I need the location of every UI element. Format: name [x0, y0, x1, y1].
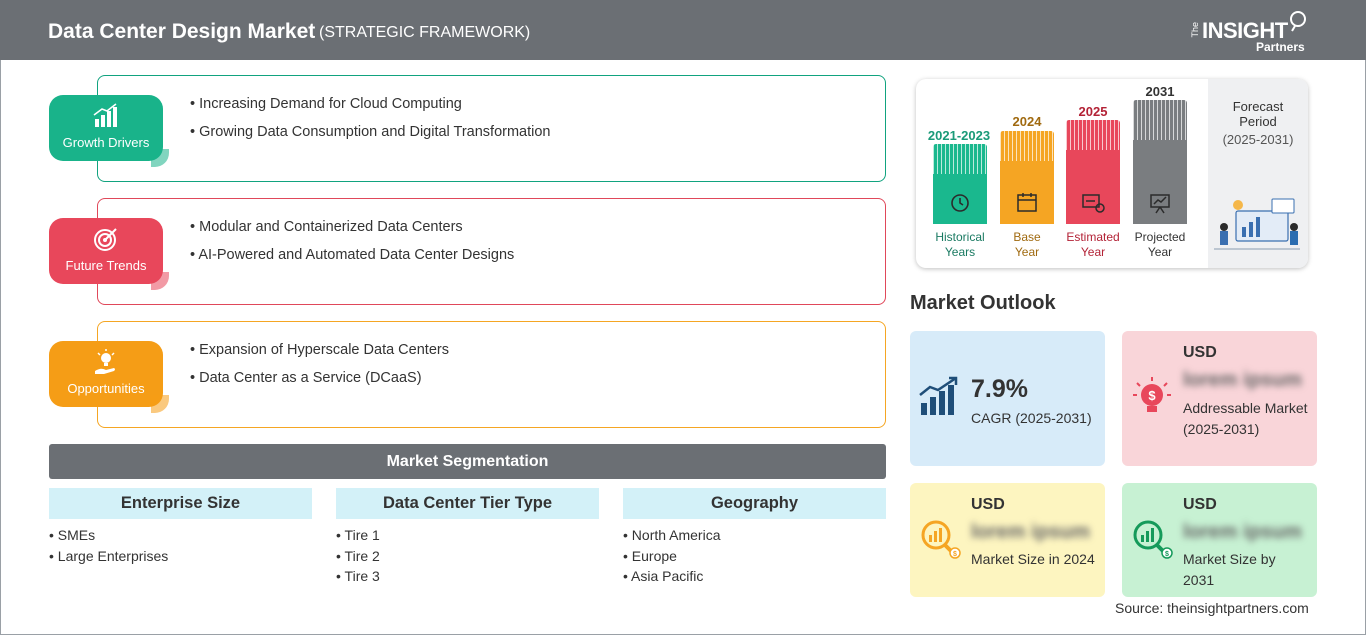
future-trends-list: Modular and Containerized Data Centers A…	[190, 219, 514, 275]
timeline-bar-base	[1000, 131, 1054, 224]
segment-tier-type: Data Center Tier Type Tire 1 Tire 2 Tire…	[336, 488, 599, 589]
cagr-card: 7.9% CAGR (2025-2031)	[910, 331, 1105, 466]
addressable-value-blurred: lorem ipsum	[1183, 369, 1302, 391]
segment-header: Geography	[623, 488, 886, 519]
segment-geography: Geography North America Europe Asia Paci…	[623, 488, 886, 589]
lightbulb-hand-icon	[95, 349, 115, 374]
segment-item: North America	[623, 527, 886, 548]
timeline-caption-base: Base Year	[1013, 230, 1041, 259]
insight-partners-logo: The INSIGHT Partners	[1188, 8, 1318, 54]
opportunities-list: Expansion of Hyperscale Data Centers Dat…	[190, 342, 449, 398]
target-icon	[94, 228, 117, 251]
timeline-bar-projected	[1133, 100, 1187, 224]
segment-item: Tire 1	[336, 527, 599, 548]
source-text: Source: theinsightpartners.com	[1115, 600, 1309, 616]
opportunities-panel: Expansion of Hyperscale Data Centers Dat…	[97, 321, 886, 428]
svg-text:$: $	[1165, 551, 1169, 558]
growth-drivers-label: Growth Drivers	[62, 135, 150, 150]
estimate-icon	[1082, 194, 1105, 213]
size-2024-value-blurred: lorem ipsum	[971, 521, 1090, 543]
list-item: Growing Data Consumption and Digital Tra…	[190, 124, 550, 140]
growth-drivers-list: Increasing Demand for Cloud Computing Gr…	[190, 96, 551, 152]
timeline-card: 2021-2023 Historical Years 2024 Base Yea…	[916, 79, 1308, 268]
addressable-currency: USD	[1183, 344, 1217, 361]
future-trends-label: Future Trends	[65, 258, 147, 273]
timeline-year-projected: 2031	[1145, 84, 1175, 99]
market-size-2024-card: $ USD lorem ipsum Market Size in 2024	[910, 483, 1105, 597]
segment-item: Tire 3	[336, 568, 599, 589]
timeline-year-base: 2024	[1012, 114, 1042, 129]
timeline-caption-projected: Projected Year	[1134, 230, 1186, 259]
lightbulb-dollar-icon: $	[1133, 377, 1171, 412]
forecast-panel: Forecast Period (2025-2031)	[1208, 79, 1308, 268]
page-subtitle: (STRATEGIC FRAMEWORK)	[319, 24, 531, 41]
list-item: Increasing Demand for Cloud Computing	[190, 96, 551, 112]
logo-mark-icon	[1290, 11, 1306, 32]
svg-text:$: $	[953, 551, 957, 558]
logo-insight: INSIGHT	[1202, 18, 1288, 43]
size-2024-currency: USD	[971, 496, 1005, 513]
addressable-label: Addressable Market (2025-2031)	[1183, 400, 1308, 437]
segment-item: Large Enterprises	[49, 548, 312, 569]
list-item: AI-Powered and Automated Data Center Des…	[190, 247, 514, 263]
calendar-icon	[1017, 193, 1037, 212]
analytics-people-illustration	[1214, 198, 1300, 250]
future-trends-badge: Future Trends	[49, 218, 169, 290]
history-icon	[951, 194, 969, 212]
header-bar: Data Center Design Market (STRATEGIC FRA…	[0, 0, 1366, 60]
magnifier-chart-icon: $	[1133, 520, 1173, 559]
logo-the: The	[1190, 22, 1200, 38]
list-item: Expansion of Hyperscale Data Centers	[190, 342, 449, 358]
segment-enterprise-size: Enterprise Size SMEs Large Enterprises	[49, 488, 312, 568]
size-2024-label: Market Size in 2024	[971, 551, 1095, 567]
presentation-icon	[1150, 194, 1170, 214]
growth-drivers-badge: Growth Drivers	[49, 95, 169, 167]
market-size-2031-card: $ USD lorem ipsum Market Size by 2031	[1122, 483, 1317, 597]
timeline-bar-historical	[933, 144, 987, 224]
cagr-label: CAGR (2025-2031)	[971, 410, 1092, 426]
segment-item: SMEs	[49, 527, 312, 548]
segment-header: Data Center Tier Type	[336, 488, 599, 519]
page-title: Data Center Design Market	[48, 20, 316, 43]
future-trends-panel: Modular and Containerized Data Centers A…	[97, 198, 886, 305]
growth-drivers-panel: Increasing Demand for Cloud Computing Gr…	[97, 75, 886, 182]
forecast-range: (2025-2031)	[1222, 132, 1294, 147]
size-2031-currency: USD	[1183, 496, 1217, 513]
market-outlook-title: Market Outlook	[910, 292, 1056, 314]
size-2031-label: Market Size by 2031	[1183, 551, 1276, 588]
svg-text:$: $	[1148, 388, 1156, 403]
segment-item: Asia Pacific	[623, 568, 886, 589]
timeline-year-historical: 2021-2023	[927, 128, 991, 143]
growth-chart-icon	[93, 103, 117, 127]
timeline-caption-estimated: Estimated Year	[1066, 230, 1120, 259]
timeline-bar-estimated	[1066, 120, 1120, 224]
cagr-value: 7.9%	[971, 375, 1028, 403]
timeline-year-estimated: 2025	[1078, 104, 1108, 119]
segment-item: Tire 2	[336, 548, 599, 569]
segment-header: Enterprise Size	[49, 488, 312, 519]
magnifier-chart-icon: $	[921, 520, 961, 559]
opportunities-badge: Opportunities	[49, 341, 169, 413]
market-segmentation-bar: Market Segmentation	[49, 444, 886, 479]
logo-partners: Partners	[1256, 40, 1305, 54]
growth-chart-icon	[919, 376, 958, 415]
opportunities-label: Opportunities	[67, 381, 145, 396]
list-item: Modular and Containerized Data Centers	[190, 219, 514, 235]
timeline-caption-historical: Historical Years	[935, 230, 985, 259]
list-item: Data Center as a Service (DCaaS)	[190, 370, 449, 386]
size-2031-value-blurred: lorem ipsum	[1183, 521, 1302, 543]
segment-item: Europe	[623, 548, 886, 569]
addressable-market-card: $ USD lorem ipsum Addressable Market (20…	[1122, 331, 1317, 466]
forecast-title: Forecast Period	[1232, 99, 1284, 129]
